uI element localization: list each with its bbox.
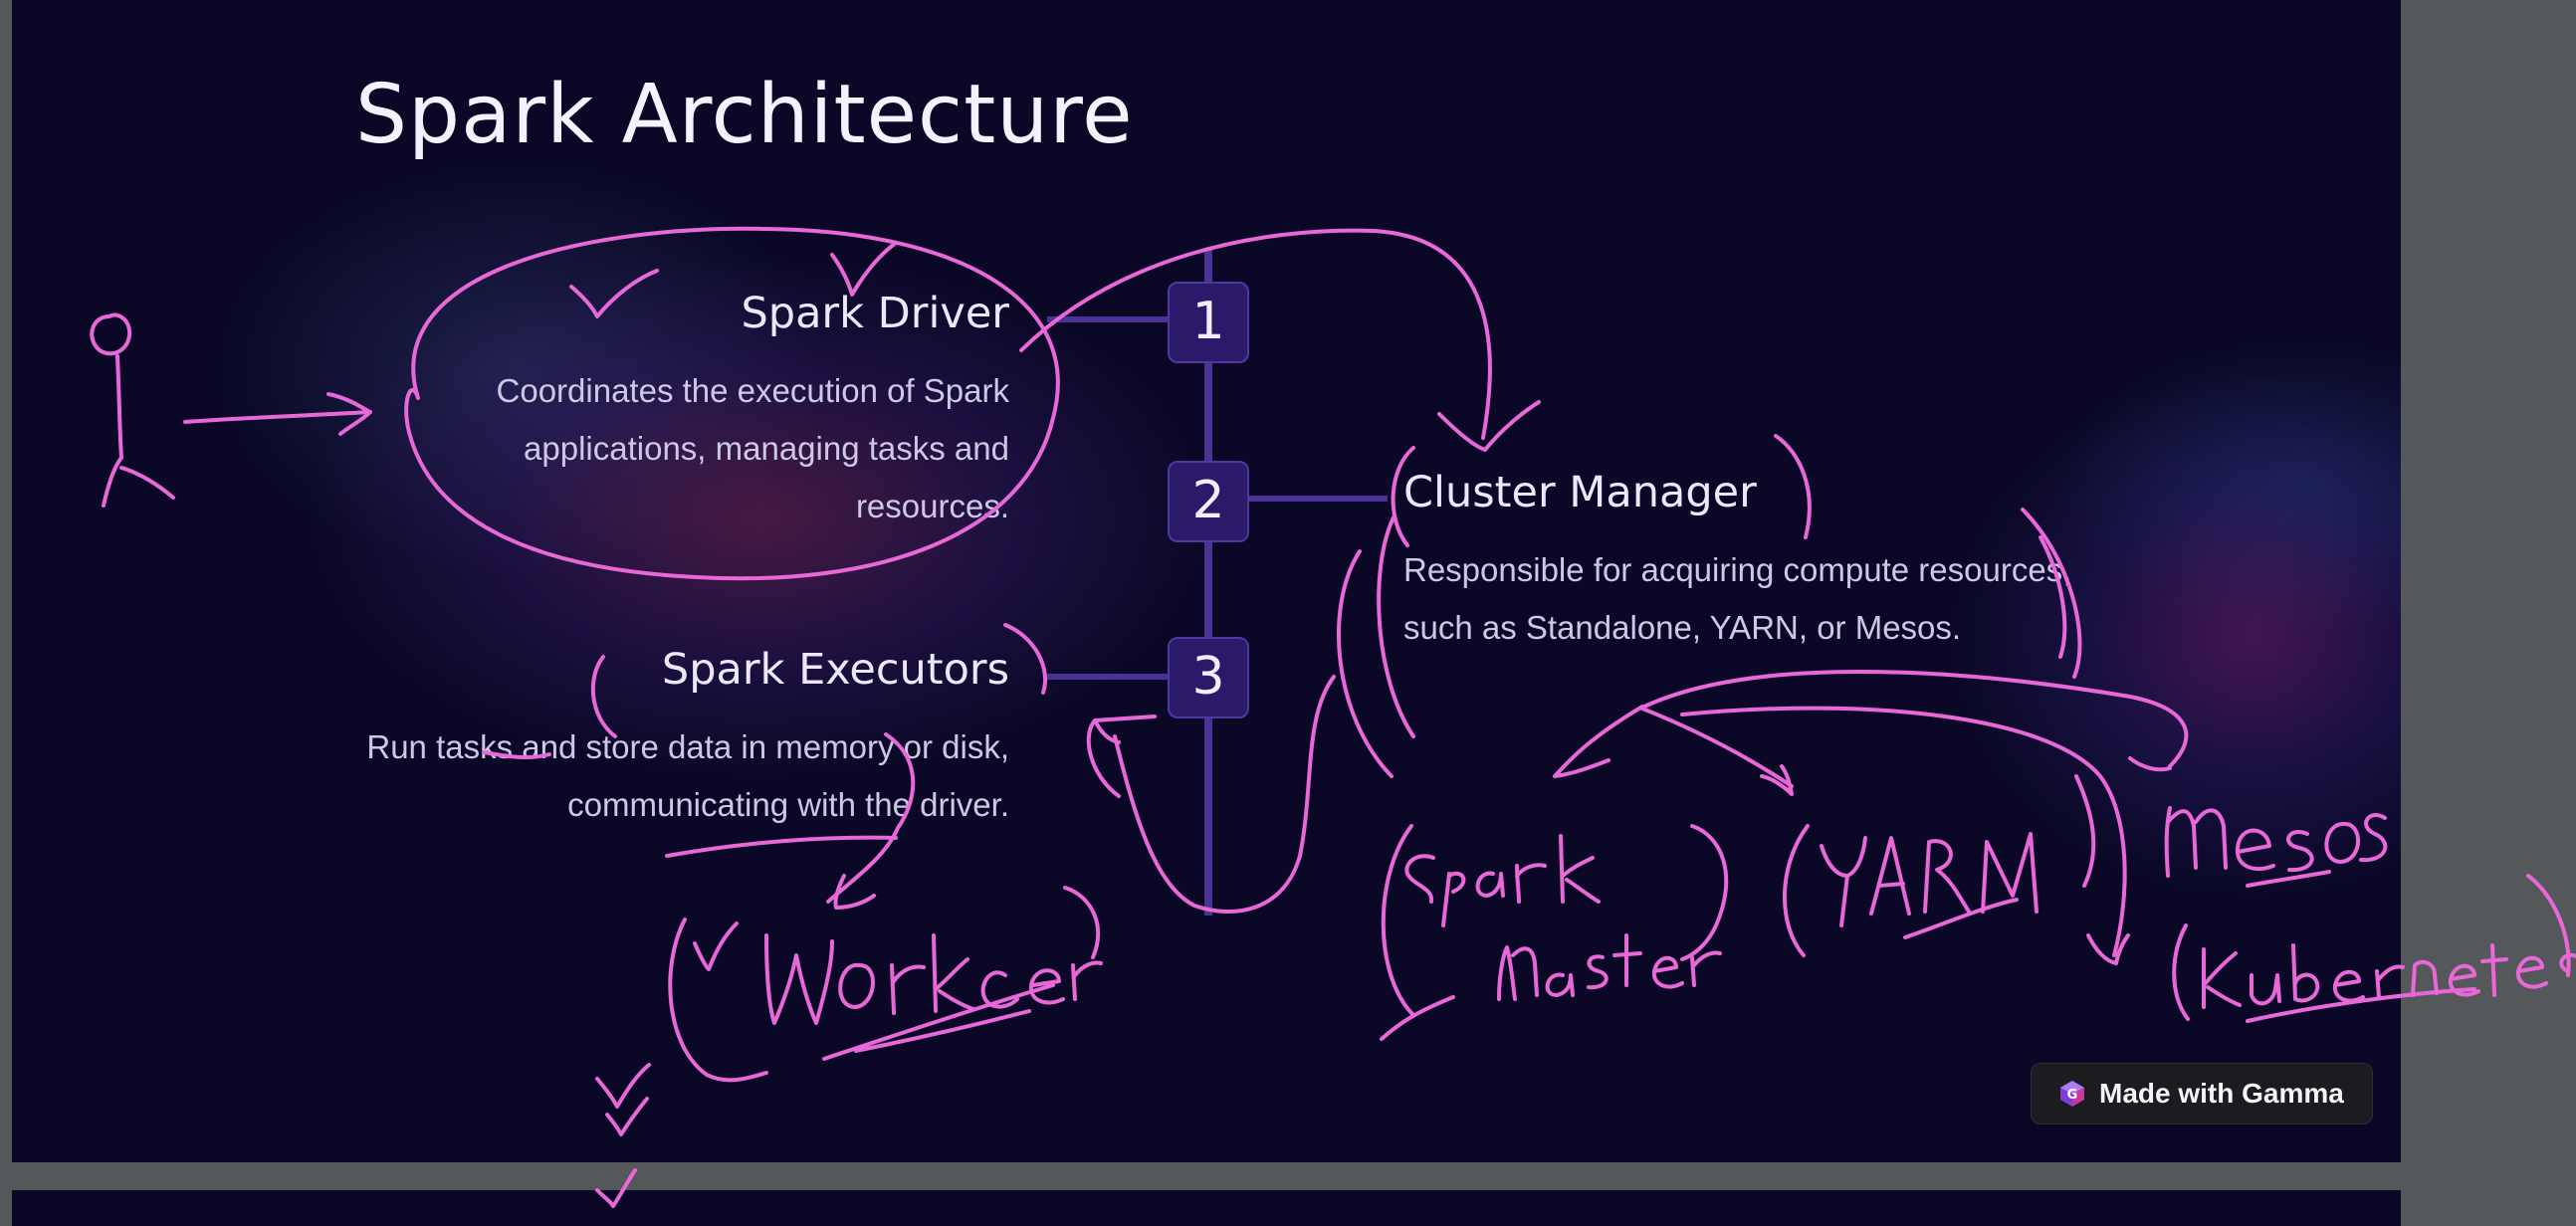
window-gutter	[2401, 0, 2576, 1226]
step-desc-driver: Coordinates the execution of Spark appli…	[496, 372, 1009, 524]
timeline-line	[1204, 249, 1212, 916]
gamma-logo-icon: G	[2060, 1081, 2084, 1107]
step-title-cluster-manager: Cluster Manager	[1403, 468, 1757, 517]
step-desc-executors: Run tasks and store data in memory or di…	[366, 728, 1009, 823]
next-slide-preview[interactable]	[12, 1190, 2401, 1226]
badge-label: Made with Gamma	[2099, 1078, 2344, 1109]
step-title-driver: Spark Driver	[741, 289, 1009, 338]
slide-canvas: Spark Architecture 1 2 3 Spark Driver Co…	[12, 0, 2401, 1162]
made-with-gamma-badge[interactable]: G Made with Gamma	[2031, 1063, 2373, 1124]
step-desc-cluster-manager: Responsible for acquiring compute resour…	[1403, 551, 2072, 646]
timeline-connector	[1210, 496, 1388, 502]
background-glow	[2052, 338, 2401, 637]
svg-text:G: G	[2067, 1088, 2078, 1103]
step-number-2: 2	[1168, 461, 1249, 542]
step-title-executors: Spark Executors	[661, 645, 1009, 695]
step-number-1: 1	[1168, 282, 1249, 363]
slide-title: Spark Architecture	[355, 68, 1134, 162]
step-number-3: 3	[1168, 637, 1249, 718]
